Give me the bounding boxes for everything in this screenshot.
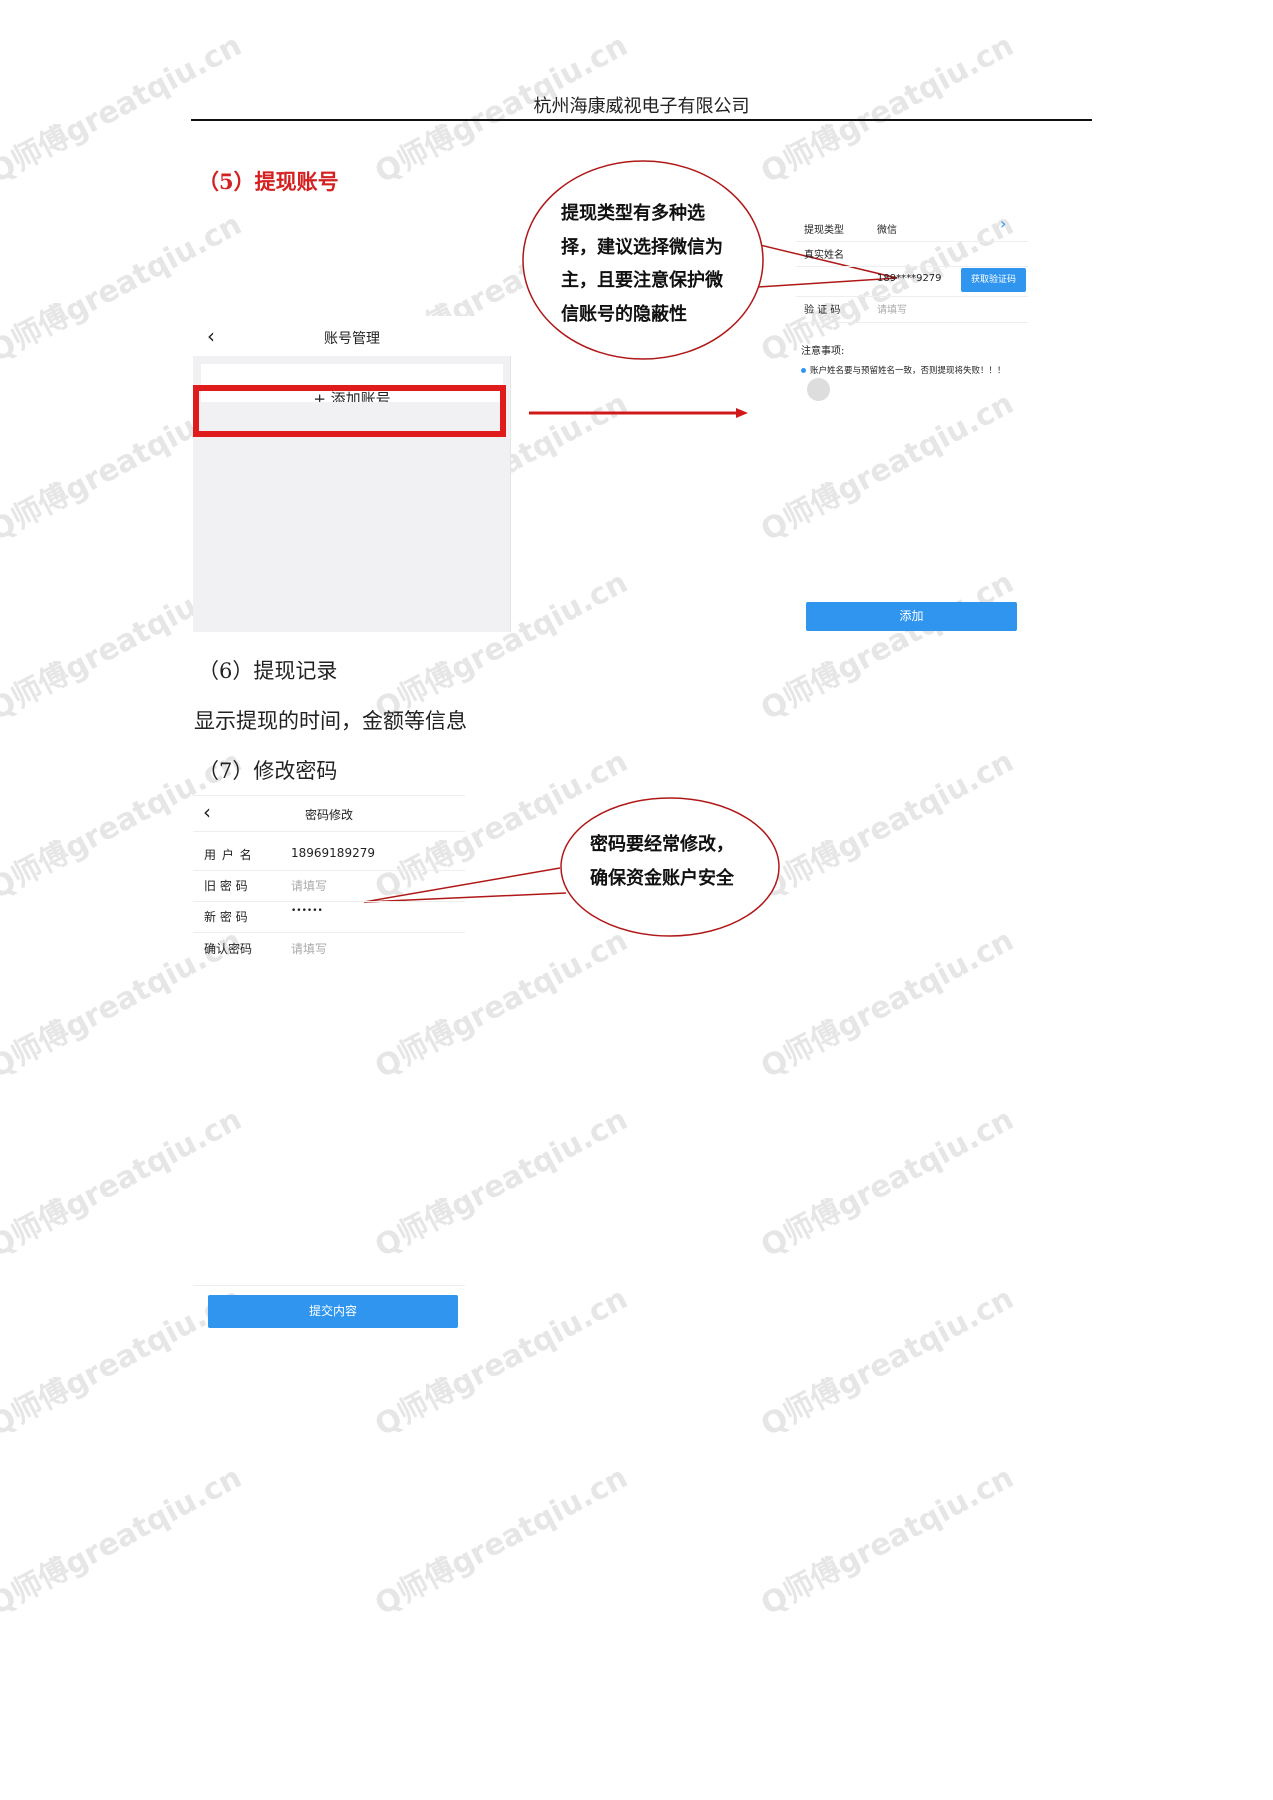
field-label: 真实姓名 [804, 250, 844, 261]
callout-line: 提现类型有多种选 [561, 203, 705, 224]
page-header: 杭州海康威视电子有限公司 [533, 96, 750, 117]
add-button[interactable]: 添加 [806, 602, 1017, 631]
callout-line: 信账号的隐蔽性 [561, 303, 687, 325]
chevron-right-icon[interactable]: › [1000, 214, 1007, 233]
notice-title: 注意事项: [801, 346, 845, 357]
nav-bar: ‹ 账号管理 [193, 316, 511, 356]
phone-field[interactable]: 189****9279 [877, 273, 942, 284]
back-icon[interactable]: ‹ [203, 800, 211, 824]
new-password-input[interactable]: •••••• [291, 906, 323, 916]
callout-2-text: 密码要经常修改， 确保资金账户安全 [590, 828, 734, 895]
callout-line: 确保资金账户安全 [590, 867, 734, 889]
screen-title: 密码修改 [304, 808, 353, 822]
callout-line: 择，建议选择微信为 [561, 236, 723, 258]
screen-title: 账号管理 [324, 331, 380, 347]
withdraw-type-select[interactable]: 微信 [877, 225, 897, 236]
section-6-title: （6）提现记录 [198, 659, 338, 683]
callout-1-bubble [522, 160, 764, 360]
field-label: 用 户 名 [204, 848, 253, 862]
callout-line: 密码要经常修改， [590, 834, 734, 855]
callout-2-bubble [560, 797, 780, 937]
field-label: 确认密码 [204, 942, 253, 956]
get-code-button[interactable]: 获取验证码 [961, 268, 1026, 292]
submit-button[interactable]: 提交内容 [208, 1295, 458, 1328]
field-label: 旧 密 码 [204, 879, 248, 893]
add-account-label: + 添加账号 [313, 390, 391, 402]
header-divider [191, 119, 1092, 121]
callout-2-tail [363, 867, 567, 903]
password-change-screen: ‹ 密码修改 用 户 名 18969189279 旧 密 码 请填写 新 密 码… [193, 795, 465, 1335]
withdraw-account-form: 提现类型 微信 › 真实姓名 189****9279 获取验证码 验 证 码 请… [796, 210, 1028, 631]
arrow-head [736, 408, 748, 418]
bullet-icon [801, 368, 806, 373]
section-7-title: （7）修改密码 [198, 759, 338, 783]
field-label: 验 证 码 [804, 305, 841, 316]
add-account-button[interactable]: + 添加账号 [201, 364, 503, 402]
field-label: 新 密 码 [204, 910, 248, 924]
confirm-password-input[interactable]: 请填写 [291, 942, 328, 956]
field-label: 提现类型 [804, 225, 844, 236]
floating-circle-icon[interactable] [807, 378, 830, 401]
old-password-input[interactable]: 请填写 [291, 879, 328, 893]
section-6-description: 显示提现的时间，金额等信息 [194, 709, 467, 733]
callout-line: 主，且要注意保护微 [561, 270, 723, 291]
section-5-title: （5）提现账号 [198, 169, 339, 194]
account-management-screen: ‹ 账号管理 + 添加账号 [193, 316, 511, 632]
username-value: 18969189279 [291, 846, 375, 860]
highlight-box [193, 385, 506, 437]
code-input[interactable]: 请填写 [877, 305, 907, 316]
back-icon[interactable]: ‹ [207, 324, 215, 348]
notice-item: 账户姓名要与预留姓名一致，否则提现将失败！！！ [810, 366, 1006, 376]
callout-1-text: 提现类型有多种选 择，建议选择微信为 主，且要注意保护微 信账号的隐蔽性 [561, 197, 723, 331]
